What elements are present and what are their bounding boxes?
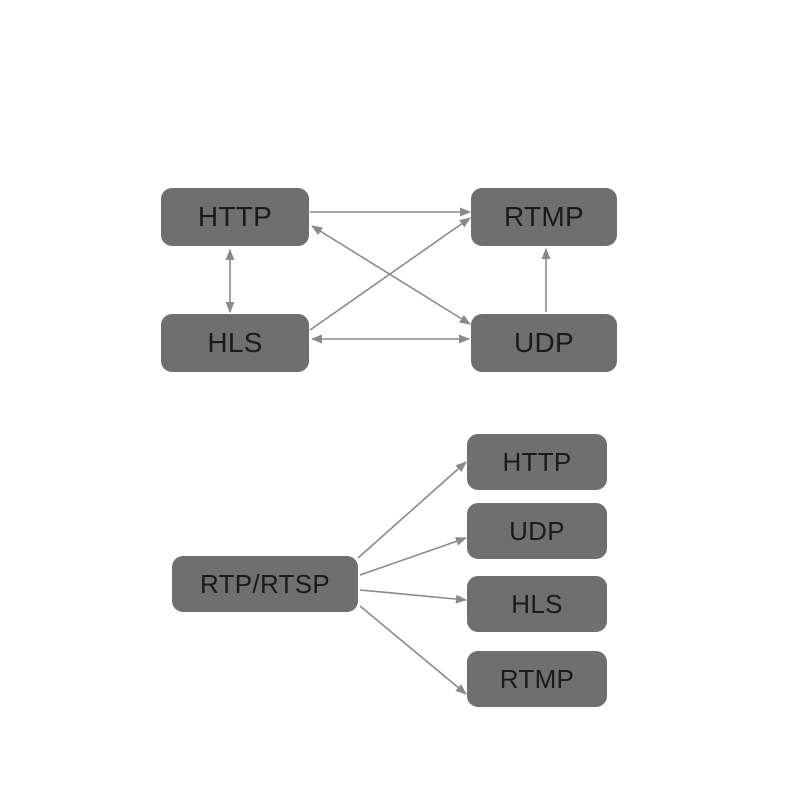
node-rtp-rtsp: RTP/RTSP xyxy=(172,556,358,612)
node-http-top-label: HTTP xyxy=(197,201,273,232)
node-http-top: HTTP xyxy=(161,188,309,246)
node-http-bottom: HTTP xyxy=(467,434,607,490)
node-http-bottom-label: HTTP xyxy=(502,446,572,477)
node-udp-top-label: UDP xyxy=(513,327,575,358)
node-udp-top: UDP xyxy=(471,314,617,372)
node-rtmp-top-label: RTMP xyxy=(503,201,585,232)
node-hls-bottom-label: HLS xyxy=(511,588,563,619)
node-rtmp-bottom-label: RTMP xyxy=(499,663,575,694)
arrow-rtsp-to-http xyxy=(357,461,467,559)
node-rtp-rtsp-label: RTP/RTSP xyxy=(199,568,331,599)
node-rtmp-top: RTMP xyxy=(471,188,617,246)
arrow-hls-to-rtmp xyxy=(309,217,471,331)
arrow-rtsp-to-rtmp xyxy=(359,605,467,695)
arrow-rtsp-to-hls xyxy=(359,589,468,604)
node-udp-bottom: UDP xyxy=(467,503,607,559)
node-hls-bottom: HLS xyxy=(467,576,607,632)
node-hls-top: HLS xyxy=(161,314,309,372)
node-rtmp-bottom: RTMP xyxy=(467,651,607,707)
node-udp-bottom-label: UDP xyxy=(509,515,565,546)
node-hls-top-label: HLS xyxy=(207,327,263,358)
arrow-rtsp-to-udp xyxy=(359,537,468,576)
arrow-http-udp-bidirectional xyxy=(311,225,471,325)
